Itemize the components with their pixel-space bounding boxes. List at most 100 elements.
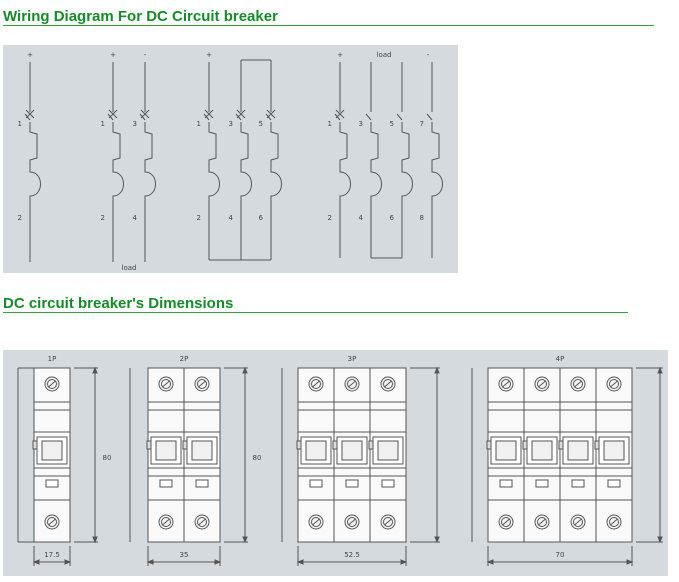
pole-d3-0: [203, 62, 220, 260]
polarity-sign: +: [27, 51, 33, 59]
toggle-tab: [522, 440, 528, 450]
screw-ring: [347, 517, 357, 527]
arrow-head: [296, 559, 408, 565]
switch-blade: [396, 113, 403, 121]
screw-ring: [383, 517, 393, 527]
wiring-title-rule: [3, 25, 654, 26]
trip-element: [270, 122, 282, 260]
screw-ring: [311, 379, 321, 389]
pole-d2-0: [107, 62, 124, 262]
height-dimension-value: 80: [253, 454, 262, 462]
pole-d3-1: [235, 60, 252, 260]
screw-slot: [574, 518, 582, 526]
screw-ring: [501, 379, 511, 389]
terminal-label-lower: 4: [133, 214, 138, 222]
screw-ring: [47, 517, 57, 527]
indicator-window: [159, 479, 173, 488]
indicator-window: [345, 479, 359, 488]
screw-ring: [537, 379, 547, 389]
toggle-lever: [41, 440, 63, 461]
switch-blade: [334, 113, 341, 121]
trip-element: [431, 122, 443, 258]
trip-element: [144, 122, 156, 262]
terminal-label-lower: 4: [359, 214, 364, 222]
arrow-head: [486, 559, 634, 565]
polarity-sign: +: [110, 51, 116, 59]
indicator-window: [45, 479, 59, 488]
arrow-head: [92, 366, 98, 544]
arrow-head: [242, 366, 248, 544]
screw-slot: [312, 518, 320, 526]
terminal-label-upper: 5: [390, 120, 394, 128]
screw-ring: [347, 379, 357, 389]
height-dimension-2: [410, 366, 440, 544]
dimensions-title-rule: [3, 312, 628, 313]
arrow-head: [657, 366, 663, 544]
height-dimension-3: [636, 366, 663, 544]
switch-blade: [203, 113, 210, 121]
arrow-head: [32, 559, 72, 565]
switch-blade: [365, 113, 372, 121]
toggle-tab: [594, 440, 600, 450]
toggle-tab: [486, 440, 492, 450]
pole-d4-2: [396, 62, 413, 258]
terminal-label-upper: 7: [420, 120, 424, 128]
terminal-label-lower: 2: [101, 214, 105, 222]
screw-slot: [48, 380, 56, 388]
width-dimension-value: 17.5: [44, 551, 60, 559]
indicator-window: [571, 479, 585, 488]
screw-slot: [312, 380, 320, 388]
toggle-lever: [191, 440, 213, 461]
indicator-window: [535, 479, 549, 488]
screw-slot: [384, 380, 392, 388]
wiring-diagram-d1: 12+: [18, 51, 34, 222]
indicator-window: [195, 479, 209, 488]
terminal-label-lower: 8: [420, 214, 424, 222]
screw-ring: [501, 517, 511, 527]
screw-slot: [502, 380, 510, 388]
terminal-label-upper: 1: [197, 120, 201, 128]
indicator-window: [381, 479, 395, 488]
screw-slot: [502, 518, 510, 526]
terminal-label-upper: 1: [101, 120, 105, 128]
pole-d4-1: [365, 62, 382, 258]
screw-ring: [161, 379, 171, 389]
arrow-head: [146, 559, 222, 565]
wiring-diagram-panel: [3, 45, 458, 273]
screw-ring: [197, 379, 207, 389]
screw-ring: [573, 517, 583, 527]
wiring-diagram-title: Wiring Diagram For DC Circuit breaker: [3, 8, 278, 25]
switch-blade: [426, 113, 433, 121]
height-dimension-1: 80: [224, 366, 262, 544]
polarity-sign: -: [144, 51, 147, 59]
terminal-label-upper: 3: [229, 120, 233, 128]
screw-ring: [573, 379, 583, 389]
trip-element: [339, 122, 351, 258]
screw-slot: [198, 518, 206, 526]
arrow-head: [434, 366, 440, 544]
breaker-label: 1P: [48, 355, 57, 363]
toggle-lever: [305, 440, 327, 461]
breaker-label: 4P: [556, 355, 565, 363]
indicator-window: [309, 479, 323, 488]
screw-ring: [609, 517, 619, 527]
terminal-label-lower: 2: [18, 214, 22, 222]
screw-ring: [161, 517, 171, 527]
terminal-label-upper: 5: [259, 120, 263, 128]
indicator-window: [499, 479, 513, 488]
switch-blade: [265, 113, 272, 121]
screw-slot: [162, 518, 170, 526]
screw-slot: [610, 380, 618, 388]
screw-slot: [574, 380, 582, 388]
pole-d2-1: [139, 62, 156, 262]
screw-slot: [538, 380, 546, 388]
screw-slot: [162, 380, 170, 388]
terminal-label-lower: 2: [328, 214, 332, 222]
toggle-tab: [32, 440, 38, 450]
trip-element: [112, 122, 124, 262]
